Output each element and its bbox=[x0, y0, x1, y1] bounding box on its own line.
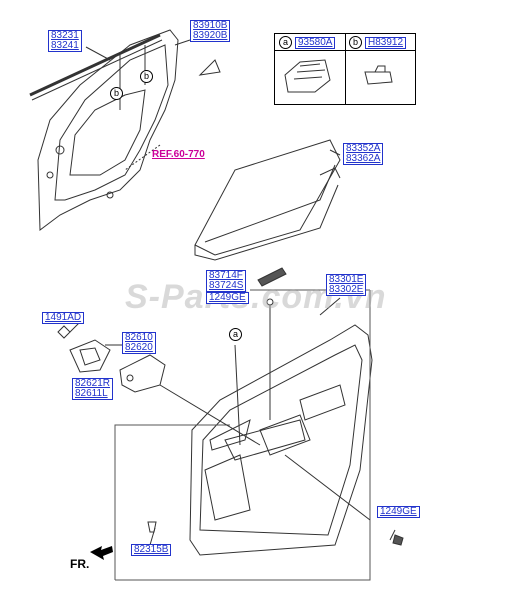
table-divider bbox=[345, 34, 346, 104]
part-number: 83231 bbox=[51, 30, 79, 41]
part-label-tweeter[interactable]: 83714F 83724S bbox=[206, 270, 247, 292]
callout-marker-b: b bbox=[110, 87, 123, 100]
clip-drawing bbox=[364, 71, 393, 85]
part-label-screw-bottom[interactable]: 1249GE bbox=[377, 506, 420, 518]
part-number: 82611L bbox=[75, 388, 108, 399]
part-label-93580a[interactable]: 93580A bbox=[295, 37, 336, 49]
part-number: 83352A bbox=[346, 143, 381, 154]
callout-marker-a: a bbox=[229, 328, 242, 341]
parts-table: a 93580A b H83912 bbox=[274, 33, 416, 105]
door-frame-drawing bbox=[29, 29, 179, 231]
part-number: 82620 bbox=[125, 342, 153, 353]
part-label-handle-lower[interactable]: 82621R 82611L bbox=[72, 378, 114, 400]
switch-drawing bbox=[284, 59, 331, 93]
mirror-cover-drawing bbox=[198, 59, 221, 76]
part-label-mirror-cover[interactable]: 83910B 83920B bbox=[190, 20, 231, 42]
table-marker-b: b bbox=[349, 36, 362, 49]
door-curtain-drawing bbox=[194, 139, 341, 261]
part-number: 83714F bbox=[209, 270, 243, 281]
table-marker-a: a bbox=[279, 36, 292, 49]
part-label-screw-top[interactable]: 1249GE bbox=[206, 292, 249, 304]
part-label-h83912[interactable]: H83912 bbox=[365, 37, 407, 49]
part-number: 82610 bbox=[125, 332, 153, 343]
tweeter-drawing bbox=[257, 267, 287, 287]
fr-arrow-icon bbox=[90, 546, 113, 560]
part-label-fastener[interactable]: 82315B bbox=[131, 544, 172, 556]
part-number: 83920B bbox=[193, 30, 228, 41]
part-number: 83724S bbox=[209, 280, 244, 291]
part-number: 83241 bbox=[51, 40, 79, 51]
part-number: 83362A bbox=[346, 153, 381, 164]
part-label-weatherstrip[interactable]: 83231 83241 bbox=[48, 30, 82, 52]
part-label-clip[interactable]: 1491AD bbox=[42, 312, 85, 324]
part-label-trim-panel[interactable]: 83301E 83302E bbox=[326, 274, 367, 296]
part-number: 83301E bbox=[329, 274, 364, 285]
part-number: 82621R bbox=[75, 378, 111, 389]
reference-link[interactable]: REF.60-770 bbox=[152, 149, 205, 160]
callout-marker-b: b bbox=[140, 70, 153, 83]
part-label-door-curtain[interactable]: 83352A 83362A bbox=[343, 143, 384, 165]
part-number: 83910B bbox=[193, 20, 228, 31]
part-number: 83302E bbox=[329, 284, 364, 295]
part-label-handle-upper[interactable]: 82610 82620 bbox=[122, 332, 156, 354]
direction-label: FR. bbox=[70, 557, 90, 571]
door-trim-drawing bbox=[189, 324, 373, 556]
